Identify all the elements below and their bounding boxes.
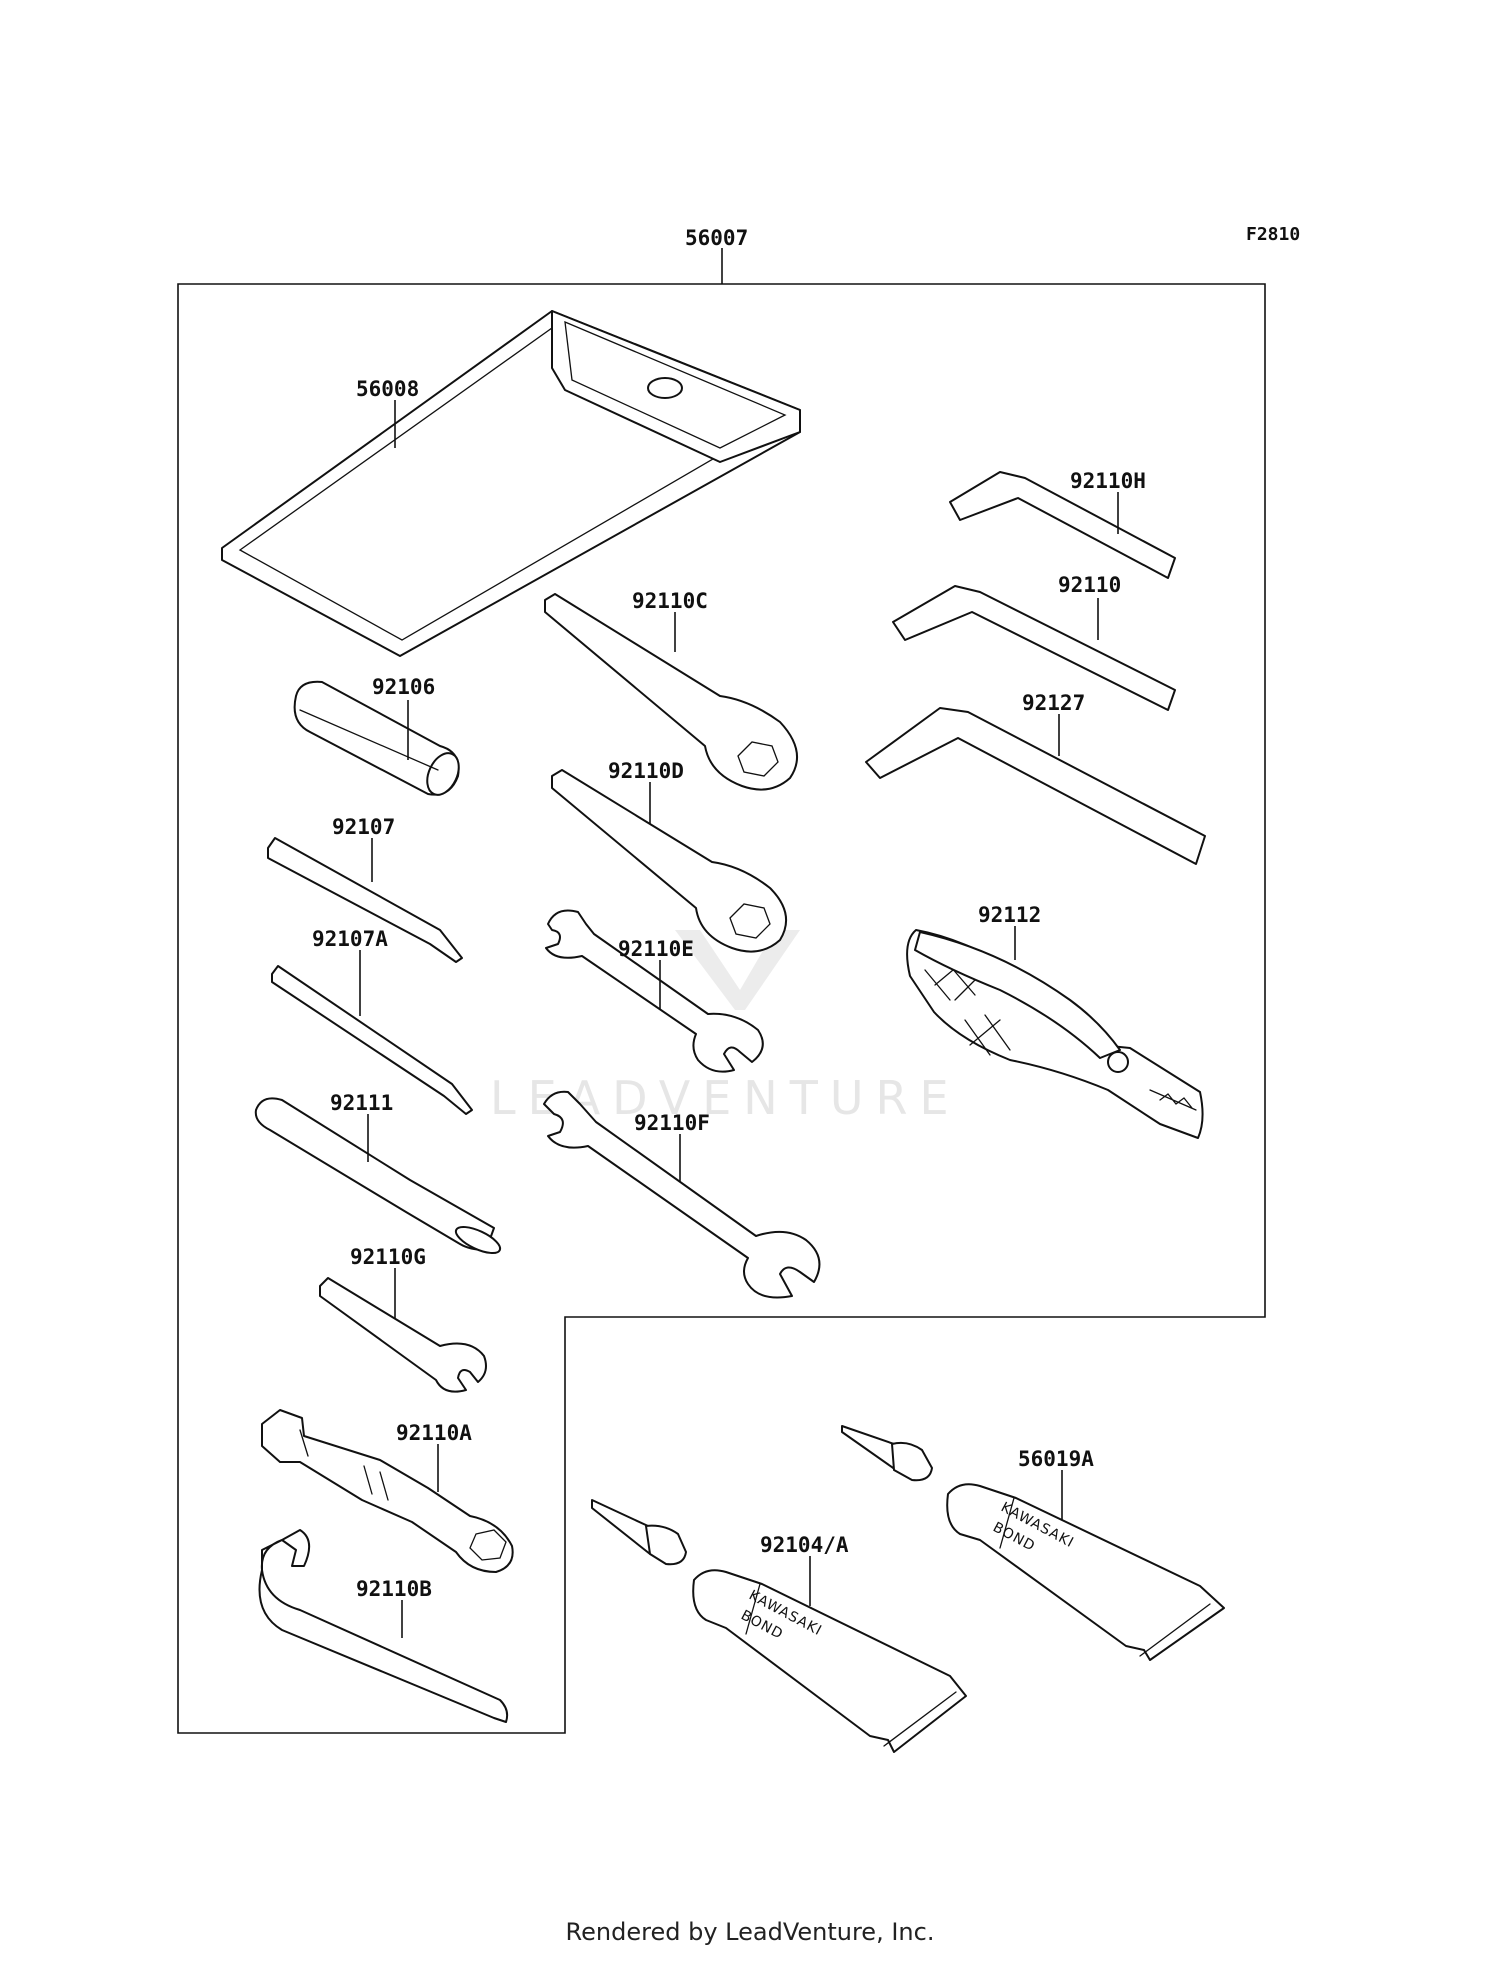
part-92106[interactable]: 92106	[293, 675, 465, 800]
part-92110[interactable]: 92110	[892, 573, 1176, 711]
callout-92111: 92111	[330, 1091, 393, 1115]
part-56007[interactable]: 56007	[685, 226, 748, 250]
diagram-code: F2810	[1246, 224, 1300, 245]
part-92110E[interactable]: 92110E	[545, 909, 764, 1073]
part-56008[interactable]: 56008	[221, 310, 801, 657]
callout-92107A: 92107A	[312, 927, 388, 951]
hex-wrench-medium-shape	[892, 585, 1176, 711]
callout-92110F: 92110F	[634, 1111, 710, 1135]
part-92107A[interactable]: 92107A	[271, 927, 473, 1115]
bond-tube-upper-shape	[946, 1483, 1225, 1661]
spark-plug-wrench-shape	[261, 1409, 514, 1573]
callout-92127: 92127	[1022, 691, 1085, 715]
box-wrench-large-shape	[544, 593, 798, 791]
part-56019A[interactable]: KAWASAKI BOND 56019A	[841, 1425, 1225, 1661]
hook-wrench-shape	[258, 1529, 509, 1723]
callout-92112: 92112	[978, 903, 1041, 927]
part-92110H[interactable]: 92110H	[949, 469, 1176, 579]
callout-92106: 92106	[372, 675, 435, 699]
spoke-wrench-shape	[319, 1277, 487, 1393]
hex-wrench-large-shape	[865, 707, 1206, 865]
footer-credit: Rendered by LeadVenture, Inc.	[565, 1918, 935, 1946]
part-92110D[interactable]: 92110D	[551, 759, 788, 953]
callout-56008: 56008	[356, 377, 419, 401]
callout-92110: 92110	[1058, 573, 1121, 597]
tool-bag-shape	[221, 310, 801, 657]
box-wrench-small-shape	[551, 769, 788, 953]
callout-92104A: 92104/A	[760, 1533, 849, 1557]
callout-92110B: 92110B	[356, 1577, 432, 1601]
part-92127[interactable]: 92127	[865, 691, 1206, 865]
open-wrench-small-shape	[545, 909, 764, 1073]
callout-56007: 56007	[685, 226, 748, 250]
callout-92110C: 92110C	[632, 589, 708, 613]
callout-92110E: 92110E	[618, 937, 694, 961]
part-92111[interactable]: 92111	[254, 1091, 504, 1258]
part-92110B[interactable]: 92110B	[258, 1529, 509, 1723]
screwdriver-bit-long-shape	[271, 965, 473, 1115]
kit-frame	[177, 248, 1266, 1734]
callout-92110A: 92110A	[396, 1421, 472, 1445]
callout-56019A: 56019A	[1018, 1447, 1094, 1471]
screwdriver-bit-shape	[267, 837, 463, 963]
bond-tube-lower-shape	[692, 1569, 967, 1753]
callout-92110G: 92110G	[350, 1245, 426, 1269]
part-92110C[interactable]: 92110C	[544, 589, 798, 791]
callout-92110H: 92110H	[1070, 469, 1146, 493]
callout-92110D: 92110D	[608, 759, 684, 783]
part-92112[interactable]: 92112	[906, 903, 1204, 1139]
part-92110G[interactable]: 92110G	[319, 1245, 487, 1393]
open-wrench-large-shape	[543, 1090, 821, 1299]
part-92104A[interactable]: KAWASAKI BOND 92104/A	[591, 1499, 967, 1753]
nozzle-tip-upper	[841, 1425, 897, 1471]
hex-wrench-small-shape	[949, 471, 1176, 579]
extension-handle-shape	[254, 1097, 495, 1251]
part-92107[interactable]: 92107	[267, 815, 463, 963]
callout-92107: 92107	[332, 815, 395, 839]
part-92110F[interactable]: 92110F	[543, 1090, 821, 1299]
nozzle-tip-lower	[591, 1499, 651, 1555]
part-92110A[interactable]: 92110A	[261, 1409, 514, 1573]
